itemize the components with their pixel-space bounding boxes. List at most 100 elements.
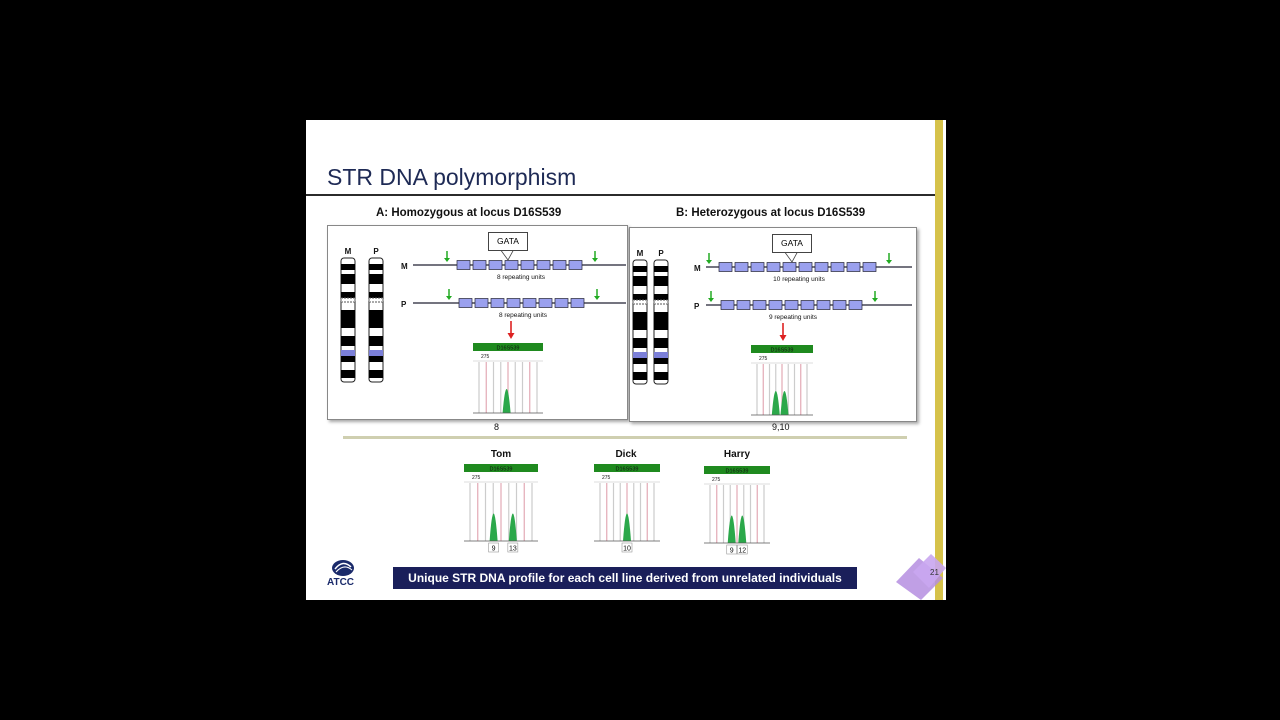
panelB-strand-p-repeat-unit	[784, 300, 799, 310]
panelA-chromosome-m-band	[341, 310, 355, 328]
panelA-strand-m-repeat-unit	[488, 260, 503, 270]
title-rule	[306, 194, 935, 196]
panel-b-title: B: Heterozygous at locus D16S539	[676, 207, 866, 219]
panelA-strand-p-label: P	[401, 300, 407, 309]
panelB-chromosome-p-band	[654, 276, 668, 286]
person-tom-electropherogram: D16S539 275 9 13	[464, 464, 538, 553]
allele-box	[736, 544, 748, 555]
panelB-electropherogram-header-bar	[751, 345, 813, 353]
slide-title: STR DNA polymorphism	[327, 164, 577, 190]
panelA-strand-p-repeat-unit	[474, 298, 489, 308]
panelB-chromosome-m-band	[633, 338, 647, 348]
panelB-strand-m-repeat-unit	[782, 262, 797, 272]
person-tom-trace-header-bar	[464, 464, 538, 472]
section-divider	[343, 436, 907, 439]
panelA-strand-m-repeat-unit	[536, 260, 551, 270]
panelA-electropherogram-size-label: 275	[481, 354, 490, 360]
panelA-strand-p-repeat-unit	[570, 298, 585, 308]
gold-accent-bar	[935, 120, 943, 600]
person-harry-trace-peak	[738, 515, 747, 543]
panelA-strand-p-repeat-unit	[538, 298, 553, 308]
allele-box	[488, 542, 499, 553]
allele-box	[507, 542, 519, 553]
panelB-chromosome-m-hatch	[632, 299, 648, 305]
panelA-strand-p-repeat-label: 8 repeating units	[499, 312, 548, 319]
panelB-chromosome-p-locus	[654, 352, 668, 358]
panelA-chromosome-p-band	[369, 292, 383, 300]
person-tom-name: Tom	[490, 449, 512, 460]
panelA-strand-m-repeat-unit	[456, 260, 471, 270]
panelB-chromosome-m-band	[633, 358, 647, 364]
panelB-chromosome-p-label: P	[658, 249, 664, 258]
panelB-strand-m-repeat-unit	[766, 262, 781, 272]
panelB-chromosome-m-band	[633, 276, 647, 286]
slide: STR DNA polymorphism A: Homozygous at lo…	[306, 120, 946, 600]
allele-box	[726, 544, 738, 555]
panelB-strand-m-repeat-unit	[814, 262, 829, 272]
panelA-electropherogram-header-bar	[473, 343, 543, 351]
green-arrow-head-icon	[708, 298, 714, 302]
panelB-strand-p-repeat-unit	[768, 300, 783, 310]
panelA-chromosome-p-label: P	[373, 247, 379, 256]
panelB-chromosome-p-band	[654, 294, 668, 302]
person-tom-trace-size-label: 275	[472, 475, 481, 481]
panelA-chromosome-m-band	[341, 292, 355, 300]
panelB-strand-m-repeat-unit	[862, 262, 877, 272]
person-dick-name: Dick	[615, 449, 637, 460]
green-arrow-head-icon	[444, 258, 450, 262]
panelA-chromosome-p-band	[369, 274, 383, 284]
panelA-strand-p-repeat-unit	[490, 298, 505, 308]
person-tom-trace-header-text: D16S539	[490, 467, 513, 473]
panelA-strand-p-repeat-unit	[554, 298, 569, 308]
green-arrow-head-icon	[592, 258, 598, 262]
panelB-chromosome-m-band	[633, 312, 647, 330]
green-arrow-head-icon	[706, 260, 712, 264]
panelA-strand-p-repeat-unit	[458, 298, 473, 308]
panelB-chromosome-p-band	[654, 358, 668, 364]
panelB-strand-p-repeat-label: 9 repeating units	[769, 314, 818, 321]
person-dick-trace-header-bar	[594, 464, 660, 472]
panelA-electropherogram-peak	[502, 389, 511, 413]
panelA-chromosome-m-band	[341, 356, 355, 362]
panelB-electropherogram-size-label: 275	[759, 356, 768, 362]
panelA-chromosome-p-band	[369, 310, 383, 328]
panelB-electropherogram-peak	[780, 391, 789, 415]
panelB-strand-p-repeat-unit	[848, 300, 863, 310]
panelA-chromosome-p-band	[369, 336, 383, 346]
person-harry-trace-header-bar	[704, 466, 770, 474]
logo-text: ATCC	[327, 577, 355, 588]
panelB-strand-m-repeat-unit	[750, 262, 765, 272]
decorative-diamonds	[896, 554, 946, 600]
panelA-strand-m-repeat-unit	[520, 260, 535, 270]
panelB-strand-p-repeat-unit	[720, 300, 735, 310]
panelB-strand-m-repeat-unit	[734, 262, 749, 272]
panelA-chromosome-m-band	[341, 274, 355, 284]
panelB-electropherogram-header-text: D16S539	[771, 348, 794, 354]
panelB-chromosome-m-locus	[633, 352, 647, 358]
summary-banner: Unique STR DNA profile for each cell lin…	[393, 567, 857, 589]
panelB-strand-m-label: M	[694, 264, 701, 273]
person-dick-trace-peak	[623, 513, 631, 541]
allele-label: 13	[509, 546, 517, 553]
panelA-strand-m-repeat-unit	[504, 260, 519, 270]
allele-label: 9	[492, 546, 496, 553]
green-arrow-head-icon	[886, 260, 892, 264]
panelB-chromosome-p-band	[654, 338, 668, 348]
panelA-chromosome-m-locus	[341, 350, 355, 356]
panelB-strand-m-repeat-unit	[846, 262, 861, 272]
panelA-chromosome-m-label: M	[345, 247, 352, 256]
allele-label: 12	[738, 548, 746, 555]
panelB-chromosome-p-band	[654, 266, 668, 272]
person-dick-trace-size-label: 275	[602, 475, 611, 481]
red-arrow-head-icon	[507, 333, 515, 339]
panelB-strand-p-repeat-unit	[816, 300, 831, 310]
panelA-chromosome-p-band	[369, 356, 383, 362]
panel-a-title: A: Homozygous at locus D16S539	[376, 207, 562, 219]
panelB-strand-p-repeat-unit	[832, 300, 847, 310]
panelA-chromosome-p-hatch	[368, 297, 384, 303]
person-harry-trace-size-label: 275	[712, 477, 721, 483]
person-harry-name: Harry	[723, 449, 751, 460]
